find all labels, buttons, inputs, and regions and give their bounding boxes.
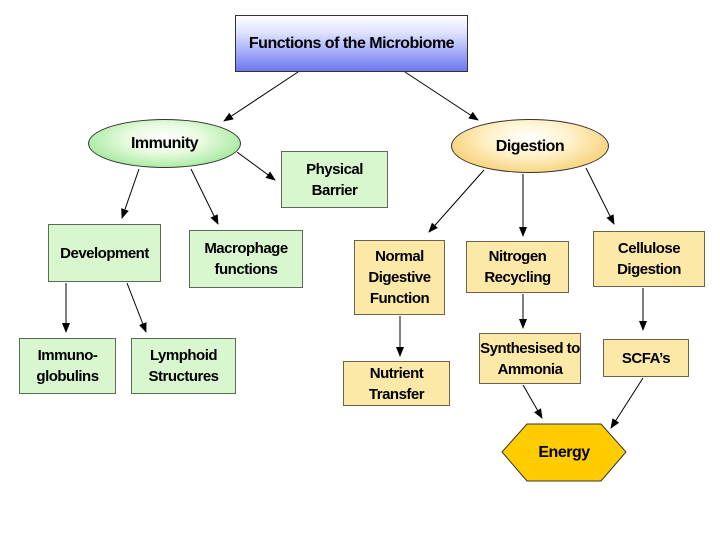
arrow-digestion-normal [428,169,485,233]
normal-digestive-box: Normal Digestive Function [354,240,445,315]
lymphoid-box: Lymphoid Structures [131,338,236,394]
arrow-immunity-barrier [236,151,276,181]
scfa-box: SCFA’s [603,339,689,377]
energy-label: Energy [538,443,590,461]
arrow-scfa-energy [610,377,644,429]
arrow-digestion-cellulose [585,167,615,225]
arrow-ammonia-energy [522,384,543,419]
cellulose-digestion-box: Cellulose Digestion [593,231,705,287]
physical-barrier-box: Physical Barrier [281,151,388,208]
digestion-node: Digestion [451,119,609,173]
arrow-title-digestion [404,71,479,121]
arrow-title-immunity [223,71,299,122]
macrophage-box: Macrophage functions [189,230,303,288]
development-box: Development [48,224,161,282]
arrow-immunity-development [121,168,140,219]
immunity-node: Immunity [88,119,241,168]
nutrient-transfer-box: Nutrient Transfer [343,361,450,406]
title-box: Functions of the Microbiome [235,15,468,72]
immunoglobulins-box: Immuno-globulins [19,338,116,394]
arrow-immunity-macrophage [190,168,219,225]
arrow-development-lymphoid [126,282,147,333]
nitrogen-recycling-box: Nitrogen Recycling [466,241,569,293]
ammonia-box: Synthesised to Ammonia [479,333,581,384]
